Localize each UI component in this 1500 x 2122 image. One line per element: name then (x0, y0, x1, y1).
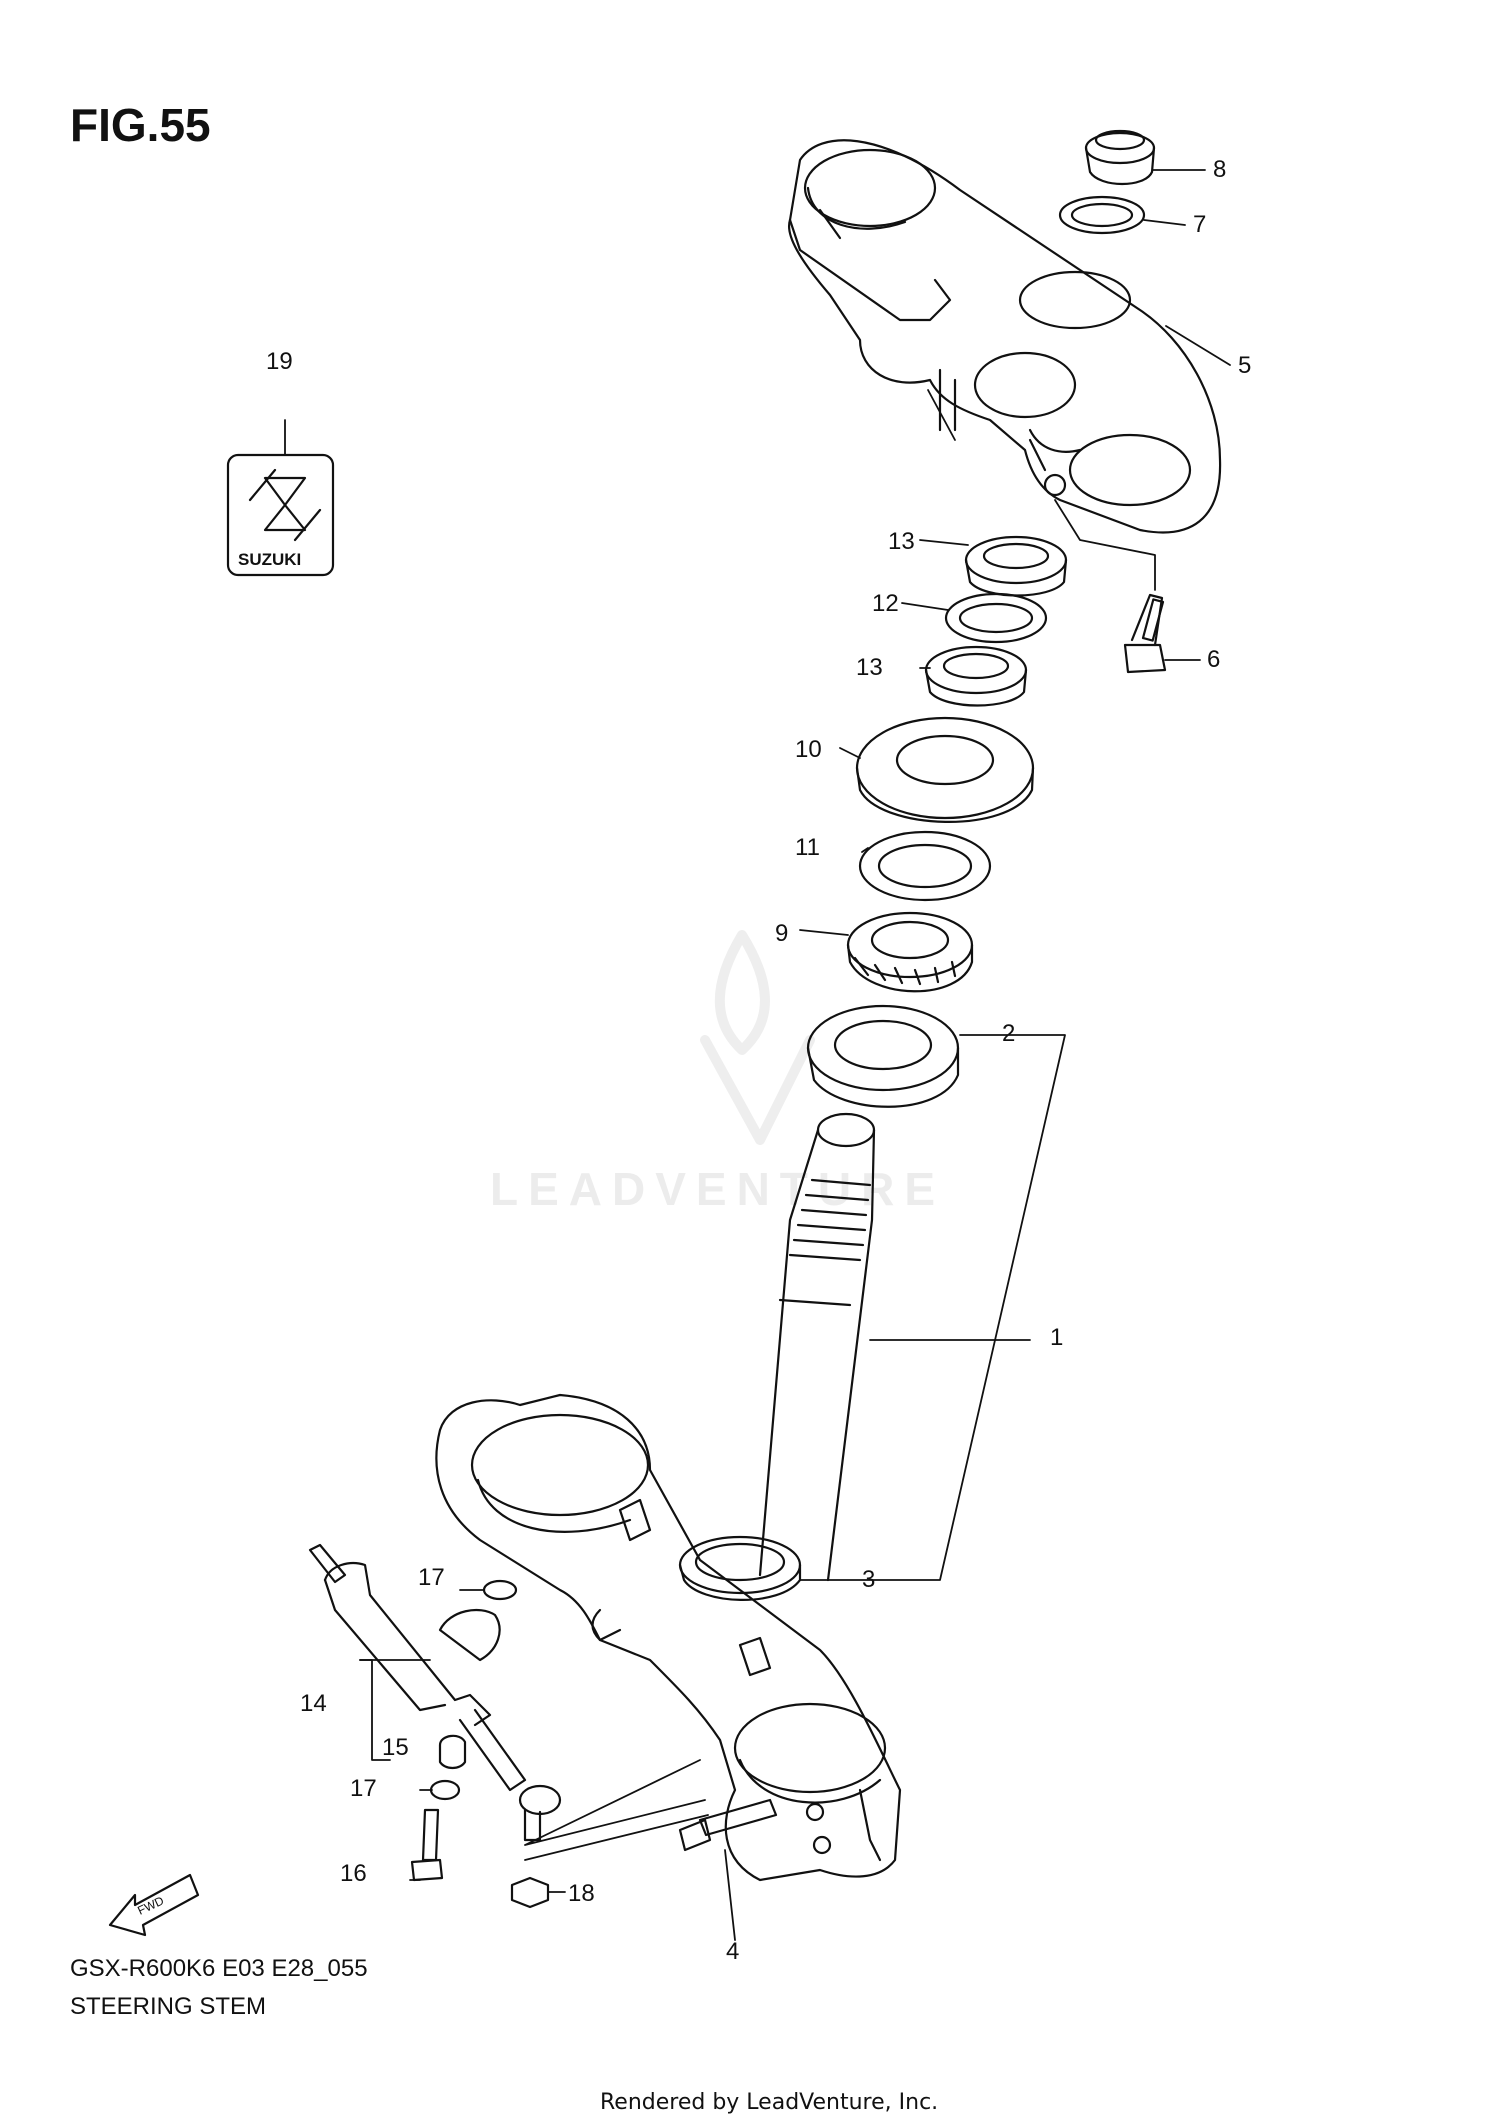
washer-part-17-lower[interactable] (429, 1779, 461, 1801)
callout-13-lower: 13 (856, 654, 883, 681)
dust-seal-part-10[interactable] (855, 716, 1035, 823)
lock-nut-part-13-upper[interactable] (964, 535, 1068, 597)
lock-washer-part-12[interactable] (944, 592, 1048, 644)
callout-6: 6 (1207, 646, 1221, 673)
washer-part-17-upper[interactable] (482, 1579, 518, 1601)
lock-nut-part-13-lower[interactable] (924, 645, 1028, 707)
callout-9: 9 (775, 920, 789, 947)
callout-15: 15 (382, 1734, 409, 1761)
lower-bracket[interactable] (435, 1393, 902, 1882)
bolt-part-16[interactable] (410, 1808, 444, 1882)
suzuki-emblem-part-19[interactable] (226, 453, 335, 577)
bolt-part-4[interactable] (678, 1798, 778, 1852)
callout-1: 1 (1050, 1324, 1064, 1351)
nut-part-18[interactable] (510, 1876, 550, 1909)
stem-nut-part-8[interactable] (1084, 129, 1156, 186)
callout-19: 19 (266, 348, 293, 375)
collar-part-15[interactable] (438, 1734, 467, 1770)
watermark-logo-icon (700, 930, 815, 1145)
callout-8: 8 (1213, 156, 1227, 183)
washer-part-7[interactable] (1058, 195, 1146, 235)
callout-3: 3 (862, 1566, 876, 1593)
bearing-part-9[interactable] (846, 911, 974, 993)
steering-stem-part-1[interactable] (758, 1112, 876, 1582)
upper-bracket-part-5[interactable] (787, 139, 1222, 534)
callout-7: 7 (1193, 211, 1207, 238)
fwd-arrow-icon (108, 1873, 200, 1937)
figure-title: FIG.55 (70, 99, 211, 151)
callout-14: 14 (300, 1690, 327, 1717)
model-code: GSX-R600K6 E03 E28_055 (70, 1955, 368, 1982)
callout-12: 12 (872, 590, 899, 617)
callout-11: 11 (795, 834, 820, 861)
emblem-label: SUZUKI (238, 550, 301, 569)
callout-5: 5 (1238, 352, 1252, 379)
callout-10: 10 (795, 736, 822, 763)
watermark-text: LEADVENTURE (490, 1163, 946, 1215)
leader-lines (284, 169, 1231, 1941)
bolt-part-6[interactable] (1123, 593, 1167, 674)
callout-2: 2 (1002, 1020, 1016, 1047)
callout-4: 4 (726, 1938, 740, 1965)
seal-part-11[interactable] (858, 830, 992, 902)
lower-seal-part-3[interactable] (678, 1535, 802, 1601)
callout-17-upper: 17 (418, 1564, 445, 1591)
callout-13-upper: 13 (888, 528, 915, 555)
callout-16: 16 (340, 1860, 367, 1887)
render-credit: Rendered by LeadVenture, Inc. (600, 2090, 939, 2115)
diagram-name: STEERING STEM (70, 1993, 267, 2020)
bearing-race-part-2[interactable] (806, 1004, 960, 1108)
callout-18: 18 (568, 1880, 595, 1907)
callout-17-lower: 17 (350, 1775, 377, 1802)
